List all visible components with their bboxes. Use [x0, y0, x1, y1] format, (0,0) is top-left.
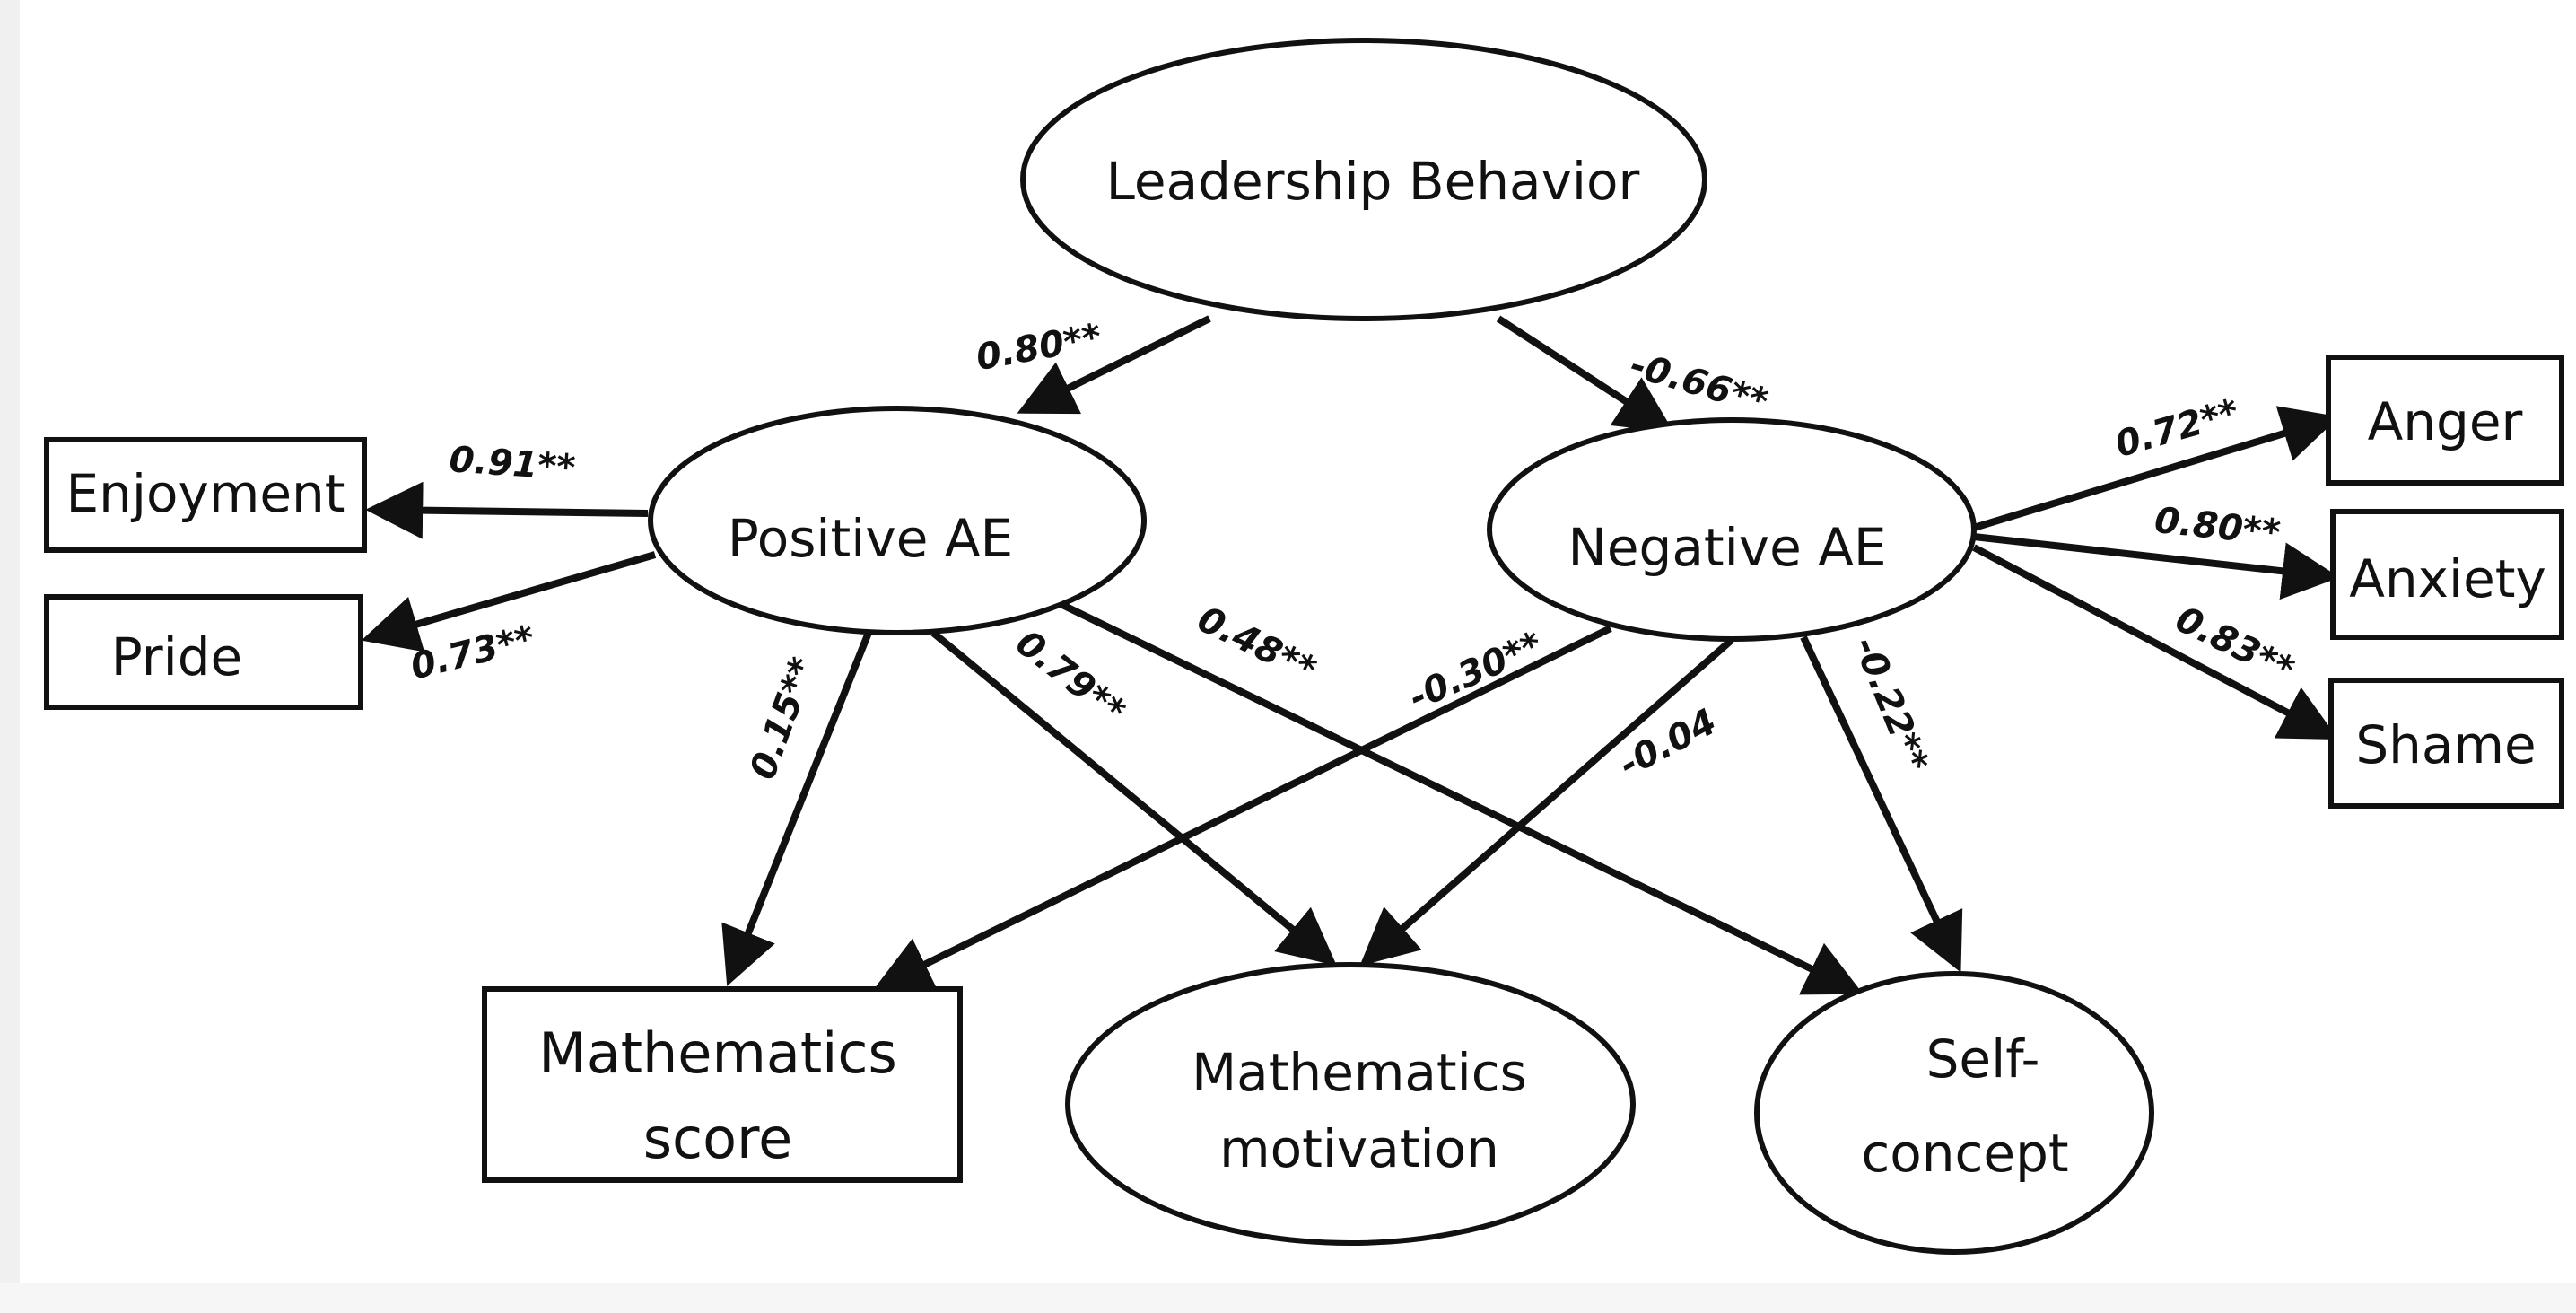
- node-label-line-2: concept: [1861, 1123, 2068, 1184]
- node-label: Pride: [111, 626, 242, 687]
- arrow-negative-to-selfconcept: [1800, 635, 1963, 973]
- node-self-concept: Self- concept: [1754, 971, 2154, 1255]
- node-enjoyment: Enjoyment: [44, 437, 367, 553]
- node-anxiety: Anxiety: [2330, 509, 2564, 640]
- node-label: Enjoyment: [65, 463, 345, 524]
- bottom-edge-strip: [0, 1283, 2576, 1313]
- node-label-line-2: motivation: [1219, 1118, 1499, 1179]
- arrow-positive-to-enjoyment: [365, 481, 649, 539]
- coef-negative-to-anxiety: 0.80**: [2152, 500, 2283, 554]
- arrow-negative-to-motivation: [1359, 636, 1734, 967]
- arrow-negative-to-anger: [1972, 406, 2340, 531]
- arrow-negative-to-anxiety: [1973, 533, 2340, 600]
- arrow-negative-to-shame: [1972, 544, 2339, 740]
- node-label: Negative AE: [1567, 517, 1886, 578]
- node-label-line-2: score: [643, 1106, 793, 1171]
- arrow-leadership-to-negative: [1496, 315, 1674, 433]
- node-positive-ae: Positive AE: [648, 406, 1147, 635]
- node-negative-ae: Negative AE: [1487, 417, 1977, 642]
- node-label-line-1: Mathematics: [538, 1020, 897, 1086]
- node-anger: Anger: [2326, 355, 2564, 486]
- path-arrows: [361, 315, 2340, 995]
- node-label-line-1: Self-: [1926, 1029, 2040, 1090]
- coef-positive-to-enjoyment: 0.91**: [448, 439, 576, 489]
- arrow-positive-to-selfconcept: [1057, 600, 1864, 995]
- arrow-positive-to-pride: [361, 551, 657, 652]
- node-label: Positive AE: [728, 508, 1013, 569]
- left-edge-strip: [0, 0, 20, 1313]
- node-label: Leadership Behavior: [1106, 151, 1640, 212]
- coef-positive-to-pride: 0.73**: [406, 617, 539, 688]
- coef-negative-to-shame: 0.83**: [2169, 599, 2301, 691]
- node-leadership-behavior: Leadership Behavior: [1020, 38, 1707, 321]
- node-shame: Shame: [2328, 678, 2564, 809]
- node-label-line-1: Mathematics: [1192, 1042, 1527, 1103]
- node-pride: Pride: [44, 594, 363, 710]
- coef-positive-to-motivation: 0.79**: [1008, 622, 1132, 732]
- node-label: Anger: [2368, 391, 2523, 452]
- arrow-negative-to-score: [873, 625, 1612, 991]
- node-mathematics-motivation: Mathematics motivation: [1065, 962, 1636, 1246]
- node-mathematics-score: Mathematics score: [482, 986, 963, 1183]
- arrow-leadership-to-positive: [1017, 315, 1211, 415]
- arrow-positive-to-score: [721, 631, 872, 986]
- coef-negative-to-motivation: -0.04: [1612, 701, 1723, 786]
- coef-leadership-to-positive: 0.80**: [974, 316, 1105, 379]
- node-label: Anxiety: [2349, 548, 2546, 609]
- node-label: Shame: [2355, 714, 2536, 775]
- arrow-positive-to-motivation: [930, 629, 1337, 967]
